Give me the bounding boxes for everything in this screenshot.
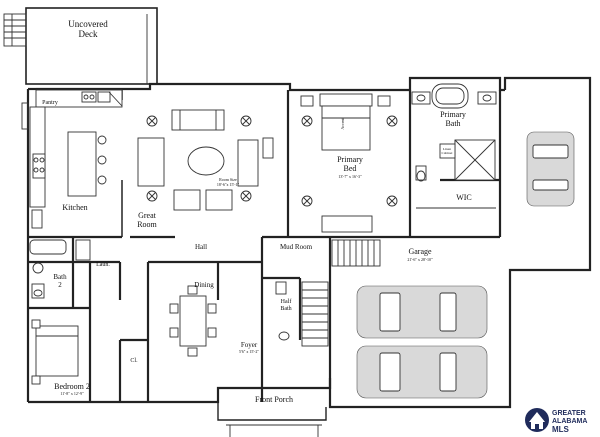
primary-bed-area: Accent Primary Bed 13'-7" x 16'-3" (300, 93, 398, 233)
mud-room-label: Mud Room (280, 243, 313, 251)
laundry-label: Laun. (96, 262, 110, 268)
hall-label: Hall (195, 243, 207, 251)
kitchen-area: Pantry Kitchen (29, 89, 123, 229)
room-size-label: Room Size (219, 177, 237, 182)
greater-alabama-mls-logo: GREATER ALABAMA MLS (525, 408, 587, 434)
half-bath-label-1: Half (281, 298, 292, 305)
bedroom2-dims: 11'-8" x 12'-9" (60, 391, 84, 396)
hall-dining-area: Hall Dining Foyer 5'6" x 15'-2" Front Po… (169, 243, 293, 404)
wic-label: WIC (456, 193, 472, 202)
foyer-label: Foyer (241, 341, 258, 349)
foyer-dims: 5'6" x 15'-2" (239, 349, 259, 354)
interior-walls (28, 89, 502, 437)
primary-bed-label-2: Bed (344, 164, 357, 173)
garage-area: Garage 21'-6" x 28'-10" (331, 131, 575, 399)
bedroom2-label: Bedroom 2 (54, 382, 90, 391)
great-room-label-1: Great (138, 211, 157, 220)
bath2-label-1: Bath (53, 273, 67, 281)
front-porch-label: Front Porch (255, 395, 293, 404)
kitchen-label: Kitchen (62, 203, 87, 212)
great-room-label-2: Room (137, 220, 157, 229)
deck-label-1: Uncovered (68, 19, 108, 29)
great-room-area: Great Room Room Size 18'-6"x 15'-1" (137, 109, 274, 229)
primary-bath-label-1: Primary (440, 110, 466, 119)
accent-wall-label-1: Accent (340, 117, 345, 129)
primary-bath-label-2: Bath (445, 119, 460, 128)
primary-bed-label-1: Primary (337, 155, 363, 164)
logo-line-2: ALABAMA (552, 418, 587, 425)
primary-bath-area: Primary Bath Linen Cabinet WIC (411, 83, 497, 209)
linen-cabinet-label-1: Linen (443, 147, 451, 151)
room-size-dims: 18'-6"x 15'-1" (217, 182, 240, 187)
deck-area: Uncovered Deck (3, 7, 158, 85)
mud-room-area: Mud Room Half Bath (275, 243, 329, 347)
logo-line-3: MLS (552, 425, 570, 434)
half-bath-label-2: Bath (280, 306, 291, 312)
pantry-label: Pantry (42, 100, 58, 106)
house-icon (525, 408, 549, 432)
dining-label: Dining (194, 281, 214, 289)
deck-label-2: Deck (79, 29, 98, 39)
garage-label: Garage (408, 247, 432, 256)
closet-label: Cl. (130, 358, 138, 364)
logo-line-1: GREATER (552, 410, 586, 417)
exterior-walls (21, 76, 592, 409)
bedroom-wing: Laun. Bath 2 Cl. Bedroom 2 11'-8" x 12'-… (29, 239, 138, 396)
garage-dims: 21'-6" x 28'-10" (407, 257, 433, 262)
linen-cabinet-label-2: Cabinet (442, 151, 453, 155)
bath2-label-2: 2 (58, 281, 62, 289)
primary-bed-dims: 13'-7" x 16'-3" (338, 174, 362, 179)
